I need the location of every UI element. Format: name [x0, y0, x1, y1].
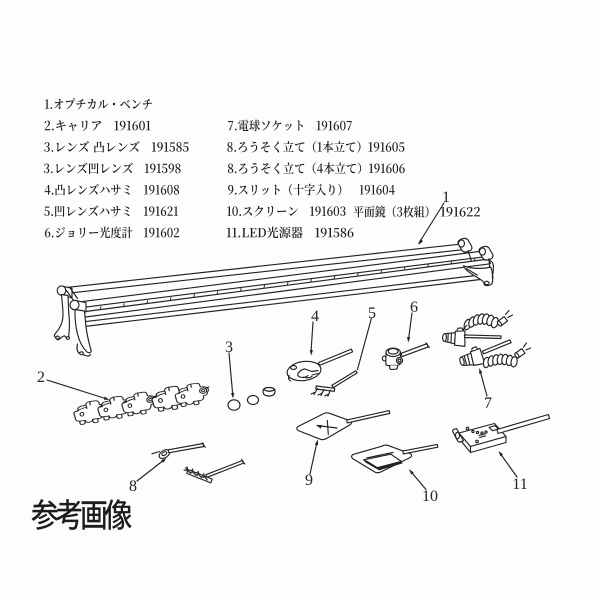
svg-text:5: 5: [368, 305, 376, 322]
svg-text:6: 6: [410, 299, 418, 316]
svg-text:7: 7: [484, 395, 492, 412]
svg-text:1: 1: [442, 189, 450, 206]
svg-text:8: 8: [129, 478, 137, 495]
svg-text:3: 3: [225, 339, 233, 356]
svg-text:2: 2: [37, 369, 45, 386]
svg-text:11: 11: [512, 476, 527, 493]
svg-text:9: 9: [305, 472, 313, 489]
svg-text:10: 10: [422, 488, 438, 505]
svg-text:4: 4: [311, 308, 319, 325]
